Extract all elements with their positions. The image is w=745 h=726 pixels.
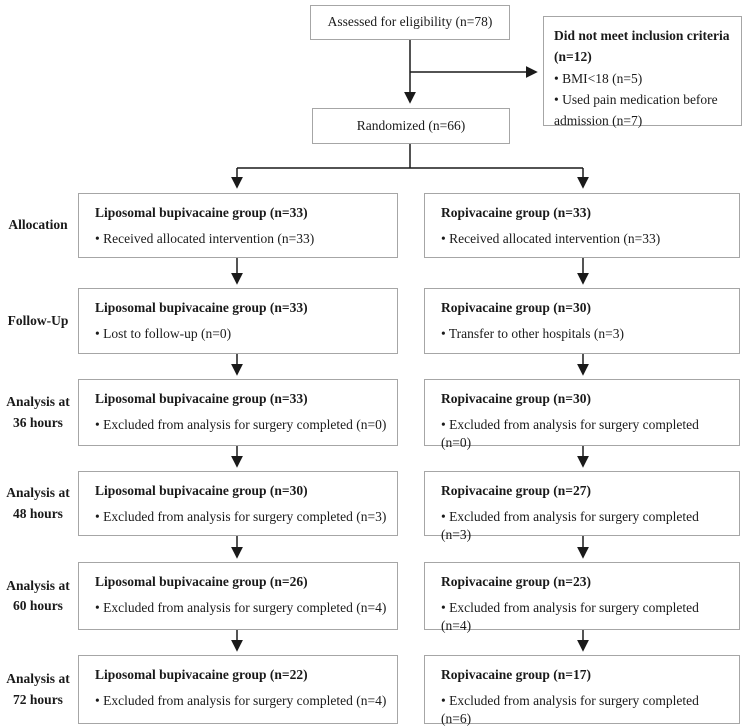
- analysis-48h-right-box: Ropivacaine group (n=27) • Excluded from…: [424, 471, 740, 542]
- group-title: Ropivacaine group (n=33): [441, 205, 591, 220]
- row-label-analysis-36h: Analysis at 36 hours: [6, 394, 70, 430]
- group-item: • Excluded from analysis for surgery com…: [95, 600, 387, 616]
- group-item: • Excluded from analysis for surgery com…: [441, 417, 699, 451]
- group-title: Liposomal bupivacaine group (n=33): [95, 205, 308, 220]
- row-label-analysis-48h: Analysis at 48 hours: [6, 485, 70, 521]
- analysis-72h-left-box: Liposomal bupivacaine group (n=22) • Exc…: [78, 655, 398, 724]
- group-item: • Received allocated intervention (n=33): [441, 231, 661, 247]
- group-title: Ropivacaine group (n=30): [441, 391, 591, 406]
- allocation-right-box: Ropivacaine group (n=33) • Received allo…: [424, 193, 740, 258]
- randomized-text: Randomized (n=66): [356, 117, 466, 133]
- group-title: Liposomal bupivacaine group (n=33): [95, 391, 308, 406]
- exclusion-item-medication: • Used pain medication before admission …: [554, 91, 718, 129]
- group-title: Liposomal bupivacaine group (n=33): [95, 300, 308, 315]
- row-label-allocation: Allocation: [8, 217, 68, 233]
- row-label-analysis-60h: Analysis at 60 hours: [6, 577, 70, 613]
- group-title: Liposomal bupivacaine group (n=26): [95, 574, 308, 589]
- row-label-follow-up: Follow-Up: [7, 312, 69, 328]
- group-item: • Excluded from analysis for surgery com…: [95, 417, 387, 433]
- group-item: • Lost to follow-up (n=0): [95, 326, 232, 342]
- group-item: • Transfer to other hospitals (n=3): [441, 326, 624, 342]
- group-item: • Excluded from analysis for surgery com…: [441, 509, 699, 543]
- exclusion-title: Did not meet inclusion criteria (n=12): [554, 28, 730, 65]
- analysis-36h-left-box: Liposomal bupivacaine group (n=33) • Exc…: [78, 379, 398, 446]
- exclusion-criteria-box: Did not meet inclusion criteria (n=12) •…: [543, 16, 742, 128]
- group-title: Ropivacaine group (n=23): [441, 574, 591, 589]
- group-title: Ropivacaine group (n=17): [441, 667, 591, 682]
- group-item: • Excluded from analysis for surgery com…: [441, 600, 699, 634]
- randomized-box: Randomized (n=66): [312, 108, 510, 144]
- analysis-36h-right-box: Ropivacaine group (n=30) • Excluded from…: [424, 379, 740, 450]
- allocation-left-box: Liposomal bupivacaine group (n=33) • Rec…: [78, 193, 398, 258]
- group-title: Ropivacaine group (n=27): [441, 483, 591, 498]
- group-title: Liposomal bupivacaine group (n=22): [95, 667, 308, 682]
- analysis-60h-left-box: Liposomal bupivacaine group (n=26) • Exc…: [78, 562, 398, 630]
- analysis-72h-right-box: Ropivacaine group (n=17) • Excluded from…: [424, 655, 740, 726]
- assessed-eligibility-text: Assessed for eligibility (n=78): [327, 14, 493, 30]
- group-item: • Received allocated intervention (n=33): [95, 231, 315, 247]
- assessed-eligibility-box: Assessed for eligibility (n=78): [310, 5, 510, 40]
- group-title: Ropivacaine group (n=30): [441, 300, 591, 315]
- group-item: • Excluded from analysis for surgery com…: [95, 509, 387, 525]
- group-item: • Excluded from analysis for surgery com…: [441, 693, 699, 726]
- group-item: • Excluded from analysis for surgery com…: [95, 693, 387, 709]
- follow-up-left-box: Liposomal bupivacaine group (n=33) • Los…: [78, 288, 398, 354]
- group-title: Liposomal bupivacaine group (n=30): [95, 483, 308, 498]
- analysis-60h-right-box: Ropivacaine group (n=23) • Excluded from…: [424, 562, 740, 633]
- row-label-analysis-72h: Analysis at 72 hours: [6, 671, 70, 707]
- follow-up-right-box: Ropivacaine group (n=30) • Transfer to o…: [424, 288, 740, 354]
- exclusion-item-bmi: • BMI<18 (n=5): [554, 70, 643, 86]
- analysis-48h-left-box: Liposomal bupivacaine group (n=30) • Exc…: [78, 471, 398, 536]
